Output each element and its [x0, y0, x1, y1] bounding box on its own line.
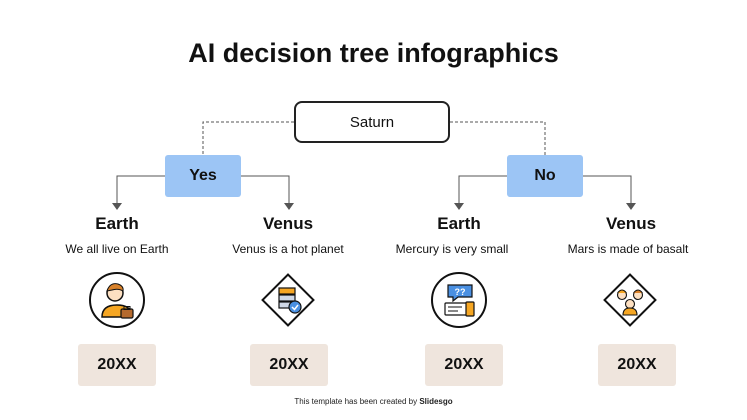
year-badge: 20XX — [250, 344, 328, 386]
leaf-title: Venus — [262, 214, 314, 233]
team-icon — [601, 271, 659, 329]
leaf-description: Mercury is very small — [395, 242, 509, 256]
root-node: Saturn — [294, 101, 450, 143]
arrow-yes-right — [241, 175, 290, 207]
leaf-description: Mars is made of basalt — [567, 242, 689, 256]
businessman-icon — [88, 271, 146, 329]
leaf-title: Venus — [605, 214, 657, 233]
leaf-description: Venus is a hot planet — [232, 242, 344, 256]
branch-yes: Yes — [165, 155, 241, 197]
branch-no: No — [507, 155, 583, 197]
year-badge: 20XX — [598, 344, 676, 386]
leaf-title: Earth — [437, 214, 481, 233]
arrow-no-right — [583, 175, 632, 207]
footer-credit: This template has been created by Slides… — [0, 397, 747, 406]
arrow-yes-left — [116, 175, 165, 207]
year-badge: 20XX — [425, 344, 503, 386]
year-badge: 20XX — [78, 344, 156, 386]
arrow-no-left — [458, 175, 507, 207]
leaf-description: We all live on Earth — [65, 242, 169, 256]
leaf-title: Earth — [95, 214, 139, 233]
connector-root-yes — [202, 121, 294, 157]
footer-brand: Slidesgo — [419, 397, 453, 406]
page-title: AI decision tree infographics — [188, 38, 559, 68]
svg-text:??: ?? — [455, 287, 466, 297]
chat-question-icon: ?? — [430, 271, 488, 329]
footer-prefix: This template has been created by — [294, 397, 418, 406]
connector-root-no — [450, 121, 546, 157]
server-check-icon — [259, 271, 317, 329]
